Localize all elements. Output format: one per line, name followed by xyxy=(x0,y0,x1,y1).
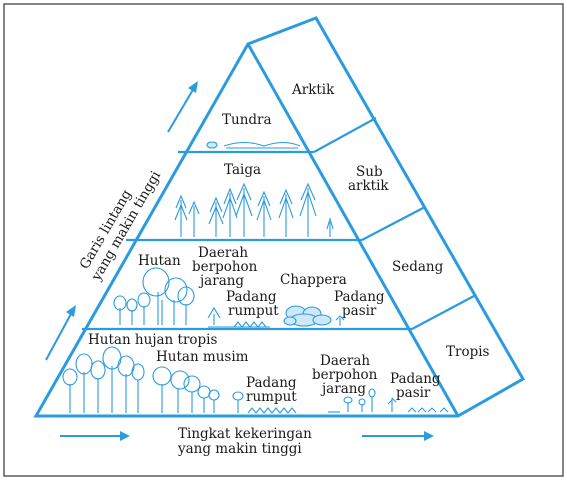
label-arktik: Arktik xyxy=(291,82,335,98)
side-line-3 xyxy=(411,295,475,330)
picture-frame xyxy=(3,3,564,477)
rainforest-tree-icons xyxy=(62,346,145,413)
side-line-2 xyxy=(361,206,426,241)
label-hutan-hujan-tropis: Hutan hujan tropis xyxy=(88,332,218,348)
label-tundra: Tundra xyxy=(222,112,272,128)
label-sedang: Sedang xyxy=(392,259,444,275)
latitude-arrow-lower xyxy=(45,305,76,361)
label-padang-rumput-2-line1: Padang xyxy=(246,375,297,391)
label-padang-pasir-1-line1: Padang xyxy=(334,289,385,305)
chaparral-bush-icons xyxy=(283,305,332,327)
dryness-arrow-right xyxy=(362,431,434,441)
tundra-moss-icon xyxy=(206,141,301,149)
tropical-desert-icons xyxy=(387,397,449,413)
monsoon-forest-icons xyxy=(152,366,220,413)
label-hutan: Hutan xyxy=(138,253,181,269)
label-padang-rumput-1-line2: rumput xyxy=(228,303,279,319)
temperate-forest-icons xyxy=(113,267,195,325)
label-daerah-2-line3: jarang xyxy=(320,381,366,397)
label-padang-pasir-2-line2: pasir xyxy=(396,385,431,401)
tropical-savanna-icons xyxy=(232,391,297,414)
label-sub-arktik-line2: arktik xyxy=(348,178,389,194)
label-padang-pasir-2-line1: Padang xyxy=(390,371,441,387)
dryness-label-line1: Tingkat kekeringan xyxy=(178,426,312,442)
label-hutan-musim: Hutan musim xyxy=(156,349,249,365)
label-daerah-1-line1: Daerah xyxy=(198,245,248,261)
label-tropis: Tropis xyxy=(446,344,490,360)
latitude-arrow-upper xyxy=(167,81,198,133)
label-daerah-2-line2: berpohon xyxy=(312,367,378,383)
pyramid-front-edge xyxy=(246,43,460,417)
label-taiga: Taiga xyxy=(224,162,261,178)
dryness-arrow-left xyxy=(60,431,130,441)
label-sub-arktik-line1: Sub xyxy=(356,164,383,180)
savanna-shrubs-icons-1 xyxy=(207,306,270,328)
label-daerah-2-line1: Daerah xyxy=(320,353,370,369)
tropical-scrub-icons xyxy=(328,388,376,413)
label-daerah-1-line3: jarang xyxy=(198,273,244,289)
desert-plant-icons-1 xyxy=(335,315,345,326)
label-padang-pasir-1-line2: pasir xyxy=(342,303,377,319)
pyramid-outline xyxy=(33,16,526,418)
taiga-conifer-icons xyxy=(174,182,334,237)
label-daerah-1-line2: berpohon xyxy=(192,259,258,275)
label-padang-rumput-1-line1: Padang xyxy=(226,289,277,305)
side-line-1 xyxy=(313,117,377,153)
label-padang-rumput-2-line2: rumput xyxy=(246,389,297,405)
dryness-label-line2: yang makin tinggi xyxy=(177,441,302,457)
label-chappera: Chappera xyxy=(280,272,347,288)
